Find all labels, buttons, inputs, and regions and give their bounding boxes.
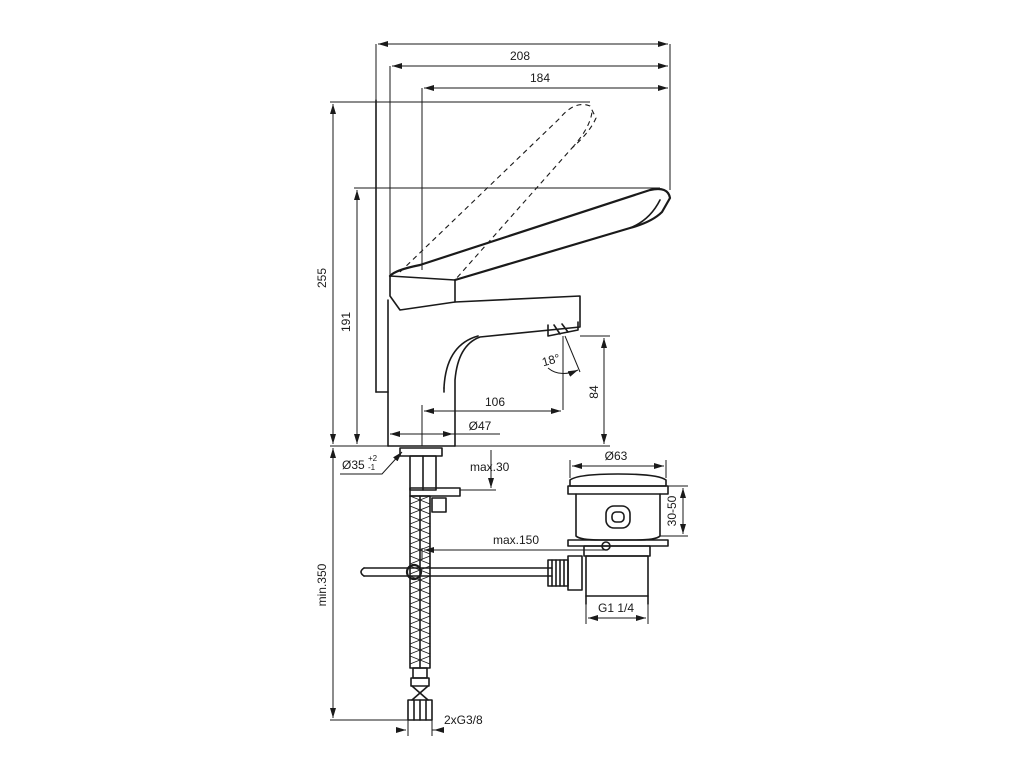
dimension-waste-thread: G1 1/4	[585, 601, 649, 624]
dimension-waste-range: 30-50	[660, 485, 688, 537]
dimension-width-handle: 184	[421, 71, 668, 270]
dimension-width-mid	[389, 63, 668, 276]
dimension-hole-diameter: Ø35 +2 -1	[340, 451, 403, 475]
dimension-spray-angle: 18°	[540, 335, 581, 410]
waste-fitting	[567, 473, 669, 605]
popup-rod	[360, 555, 583, 591]
label-body-diameter: Ø47	[469, 419, 492, 433]
dimension-hose-length: min.350	[315, 448, 408, 721]
label-width-total: 208	[510, 49, 530, 63]
dimension-width-total: 208	[375, 41, 671, 190]
dimension-height-handle: 191	[339, 187, 660, 444]
dimension-deck-thickness: max.30	[460, 450, 510, 491]
label-hose-thread: 2xG3/8	[444, 713, 483, 727]
label-width-handle: 184	[530, 71, 550, 85]
label-rod-length: max.150	[493, 533, 539, 547]
dimension-rod-length: max.150	[421, 533, 605, 560]
dimension-body-diameter: Ø47	[390, 419, 500, 437]
label-height-total: 255	[315, 268, 329, 288]
label-waste-thread: G1 1/4	[598, 601, 634, 615]
dimension-spout-height: 84	[455, 335, 610, 447]
faucet-body	[375, 99, 581, 447]
label-spout-reach: 106	[485, 395, 505, 409]
label-hose-length: min.350	[315, 563, 329, 606]
dimension-height-total: 255	[315, 101, 590, 447]
label-spray-angle: 18°	[540, 351, 561, 369]
label-deck-thickness: max.30	[470, 460, 510, 474]
dimension-spout-reach: 106	[421, 395, 561, 446]
lever-handle-raised	[399, 103, 597, 281]
label-hole-tol-upper: +2	[368, 454, 378, 463]
label-spout-height: 84	[587, 385, 601, 399]
dimension-hose-thread: 2xG3/8	[396, 713, 483, 736]
label-hole-tol-lower: -1	[368, 463, 376, 472]
mounting-assembly	[399, 447, 461, 513]
lever-handle	[388, 187, 672, 282]
label-height-handle: 191	[339, 312, 353, 332]
braided-hoses	[407, 495, 433, 721]
dimension-waste-diameter: Ø63	[569, 449, 667, 478]
label-waste-range: 30-50	[665, 495, 679, 526]
label-hole-diameter: Ø35	[342, 458, 365, 472]
label-waste-diameter: Ø63	[605, 449, 628, 463]
